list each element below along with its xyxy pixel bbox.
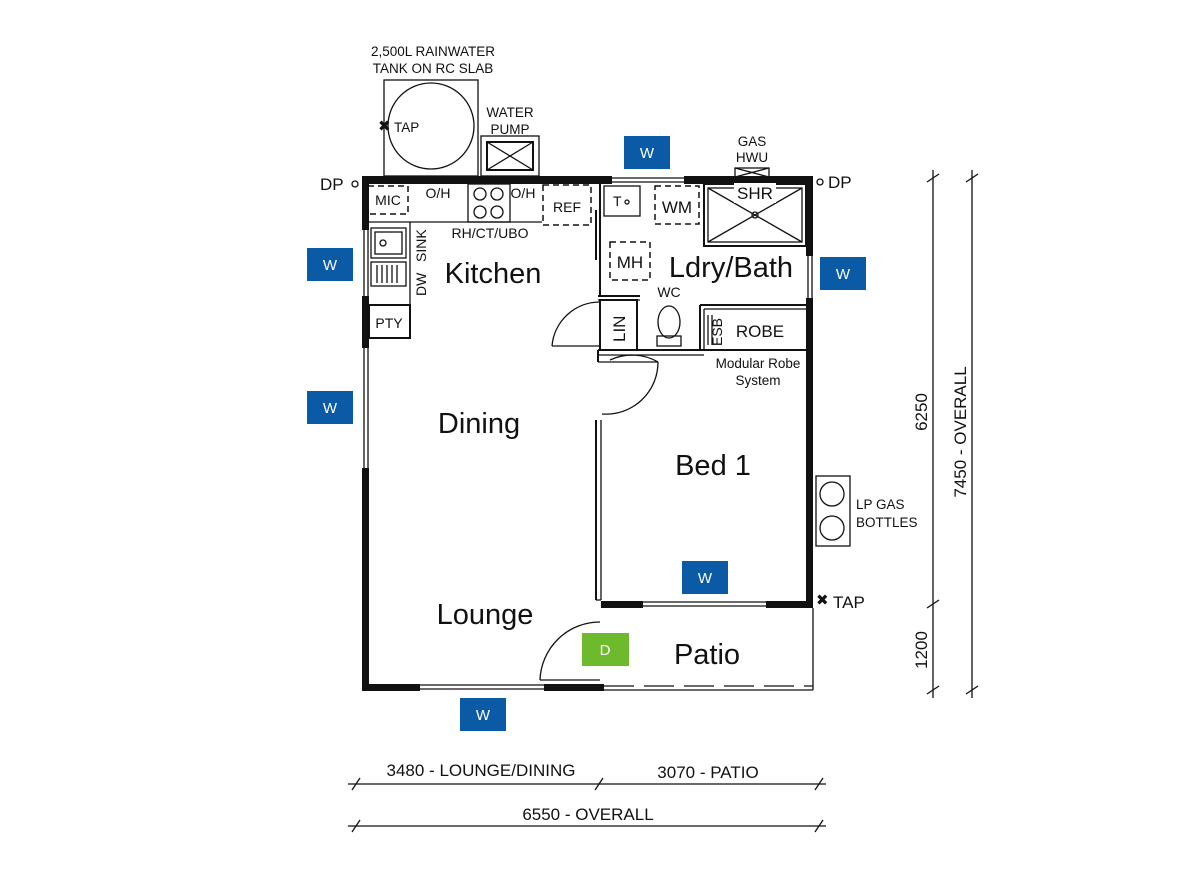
dimension-lines-horizontal (348, 777, 826, 833)
lp-gas-label-line1: LP GAS (856, 497, 905, 512)
interior-walls (595, 184, 806, 601)
lin-label: LIN (610, 316, 629, 342)
water-pump-icon (480, 135, 540, 177)
pty-label: PTY (375, 315, 403, 331)
room-kitchen: Kitchen (445, 258, 542, 290)
gas-hwu-label-line1: GAS (738, 134, 767, 149)
pump-label-line2: PUMP (490, 122, 529, 137)
sink-icon (370, 227, 407, 287)
window-badge: W (460, 698, 506, 731)
patio-outline (604, 608, 814, 691)
window-badge: W (820, 257, 866, 290)
window-badge: W (682, 561, 728, 594)
ref-label: REF (553, 199, 581, 215)
toilet-icon (656, 305, 682, 347)
mic-label: MIC (375, 192, 401, 208)
svg-text:W: W (476, 707, 491, 724)
window-badge: W (307, 248, 353, 281)
t-label: T (613, 193, 622, 209)
robe-note-line1: Modular Robe (716, 356, 801, 371)
svg-text:W: W (640, 145, 655, 162)
dim-depth-patio: 1200 (912, 631, 931, 669)
dp-right-label: DP (828, 173, 852, 192)
room-bed-1: Bed 1 (675, 450, 751, 482)
fridge-box (542, 184, 592, 226)
dimension-lines-vertical (926, 170, 979, 698)
tap-tank-icon: ✖ (378, 118, 391, 135)
pump-label-line1: WATER (486, 105, 533, 120)
dim-depth-main: 6250 (912, 393, 931, 431)
dim-overall-depth: 7450 - OVERALL (951, 366, 970, 497)
shr-label-bg (734, 183, 776, 203)
trough-box (603, 185, 641, 217)
washing-machine-box (654, 185, 700, 225)
wm-label: WM (662, 198, 692, 217)
shr-label: SHR (737, 184, 773, 203)
window-badge: W (307, 391, 353, 424)
esb-label: ESB (709, 318, 725, 346)
dim-lounge-dining: 3480 - LOUNGE/DINING (387, 761, 576, 780)
dw-label: DW (413, 272, 429, 296)
room-patio: Patio (674, 639, 740, 671)
oh-right-label: O/H (511, 185, 536, 201)
tank-label-line1: 2,500L RAINWATER (371, 44, 495, 59)
window-badge: W (624, 136, 670, 169)
room-dining: Dining (438, 408, 520, 440)
door-swings (539, 301, 659, 681)
svg-text:W: W (323, 400, 338, 417)
svg-text:W: W (698, 570, 713, 587)
dim-overall-width: 6550 - OVERALL (522, 805, 653, 824)
rh-ct-ubo-label: RH/CT/UBO (452, 225, 529, 241)
dp-left-label: DP (320, 175, 344, 194)
svg-text:W: W (323, 257, 338, 274)
svg-text:D: D (600, 642, 611, 659)
sink-label: SINK (413, 229, 429, 262)
lp-gas-bottles-icon (815, 475, 851, 547)
gas-hwu-label-line2: HWU (736, 150, 768, 165)
lp-gas-label-line2: BOTTLES (856, 515, 918, 530)
kitchen-bench (368, 221, 542, 339)
window-openings (363, 177, 813, 690)
wc-label: WC (657, 284, 680, 300)
tap-side-icon: ✖ (816, 592, 829, 609)
room-laundry-bath: Ldry/Bath (669, 252, 793, 284)
dp-right-icon (816, 178, 824, 186)
tap-side-label: TAP (833, 593, 865, 612)
room-lounge: Lounge (437, 599, 534, 631)
cooktop-icon (467, 183, 511, 223)
robe-label: ROBE (736, 322, 784, 341)
esb-box (707, 315, 713, 345)
gas-hwu-icon (734, 167, 770, 178)
trough-drain-icon (624, 199, 630, 205)
exterior-walls (362, 176, 813, 691)
robe-note-line2: System (735, 373, 780, 388)
tap-tank-label: TAP (394, 120, 419, 135)
mh-label: MH (617, 253, 643, 272)
mh-box (609, 241, 651, 281)
dim-patio: 3070 - PATIO (657, 763, 758, 782)
door-badge: D (582, 633, 629, 666)
dp-left-icon (351, 180, 359, 188)
microwave-box (367, 185, 409, 215)
svg-text:W: W (836, 266, 851, 283)
oh-left-label: O/H (426, 185, 451, 201)
tank-label-line2: TANK ON RC SLAB (373, 61, 494, 76)
